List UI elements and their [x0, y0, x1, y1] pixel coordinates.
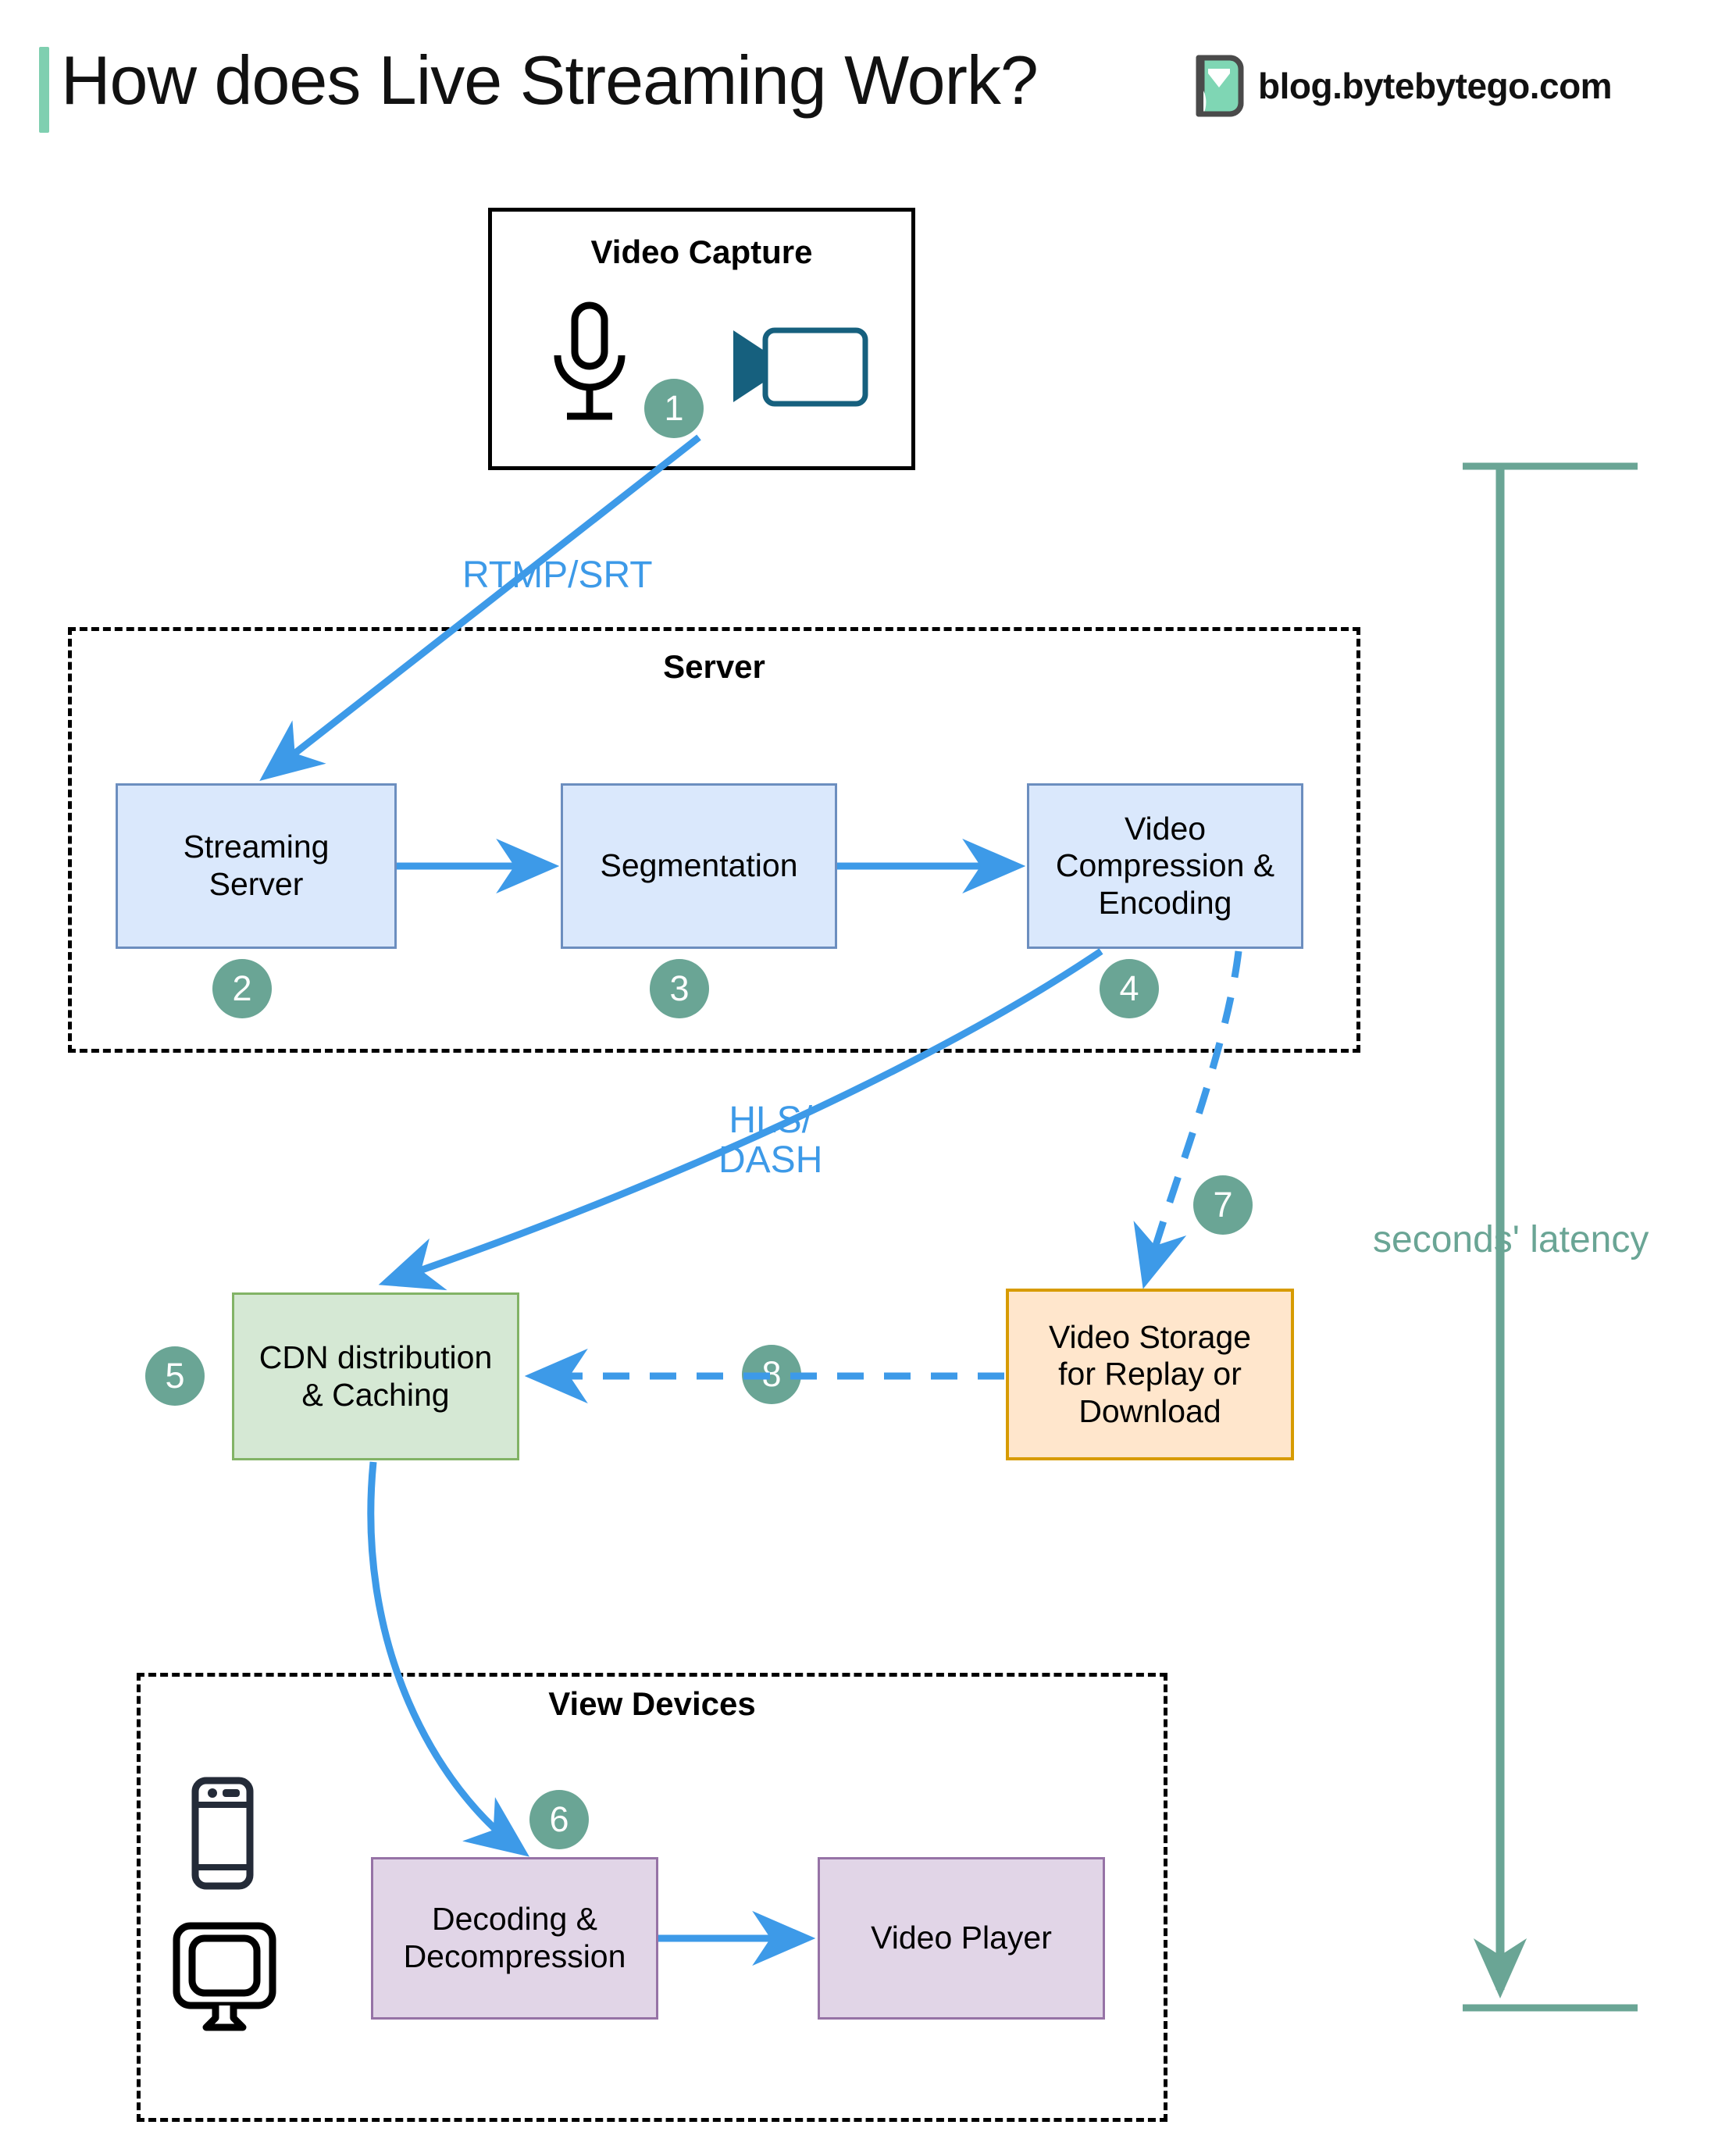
microphone-icon [547, 301, 633, 430]
view-devices-group [137, 1673, 1167, 2122]
brand-url: blog.bytebytego.com [1258, 66, 1613, 106]
step-badge-3: 3 [650, 959, 709, 1018]
page-title: How does Live Streaming Work? [61, 41, 1039, 119]
video-capture-label: Video Capture [590, 234, 813, 270]
edge-label-rtmp-srt: RTMP/SRT [462, 554, 653, 596]
server-group-label: Server [663, 648, 765, 685]
step-badge-4: 4 [1100, 959, 1159, 1018]
video-camera-icon [722, 324, 871, 414]
view-devices-group-label: View Devices [548, 1685, 756, 1722]
step-badge-2: 2 [212, 959, 272, 1018]
title-accent-bar [39, 47, 49, 133]
step-badge-5: 5 [145, 1346, 205, 1406]
desktop-monitor-icon [172, 1921, 277, 2038]
node-decoding-decompression-label: Decoding & Decompression [403, 1901, 626, 1974]
node-streaming-server-label: Streaming Server [183, 829, 330, 902]
node-cdn-distribution[interactable]: CDN distribution & Caching [232, 1292, 519, 1460]
brand-block: blog.bytebytego.com [1191, 53, 1613, 119]
page-header: How does Live Streaming Work? blog.byteb… [0, 0, 1736, 156]
latency-label: seconds' latency [1373, 1219, 1649, 1260]
mobile-phone-icon [191, 1777, 254, 1894]
step-badge-1: 1 [644, 379, 704, 438]
node-video-player[interactable]: Video Player [818, 1857, 1105, 2020]
step-badge-6: 6 [529, 1790, 589, 1849]
node-video-compression-label: Video Compression & Encoding [1055, 810, 1275, 921]
node-segmentation-label: Segmentation [600, 847, 798, 884]
bytebytego-logo-icon [1191, 53, 1247, 119]
edge-label-hls-dash: HLS/ DASH [718, 1100, 823, 1181]
node-cdn-distribution-label: CDN distribution & Caching [258, 1339, 493, 1413]
node-streaming-server[interactable]: Streaming Server [116, 783, 397, 949]
node-video-storage[interactable]: Video Storage for Replay or Download [1006, 1289, 1294, 1460]
step-badge-7: 7 [1193, 1175, 1253, 1235]
node-segmentation[interactable]: Segmentation [561, 783, 837, 949]
step-badge-8: 8 [742, 1345, 801, 1404]
node-video-compression[interactable]: Video Compression & Encoding [1027, 783, 1303, 949]
node-video-storage-label: Video Storage for Replay or Download [1048, 1318, 1252, 1429]
node-video-player-label: Video Player [871, 1920, 1052, 1956]
node-decoding-decompression[interactable]: Decoding & Decompression [371, 1857, 658, 2020]
